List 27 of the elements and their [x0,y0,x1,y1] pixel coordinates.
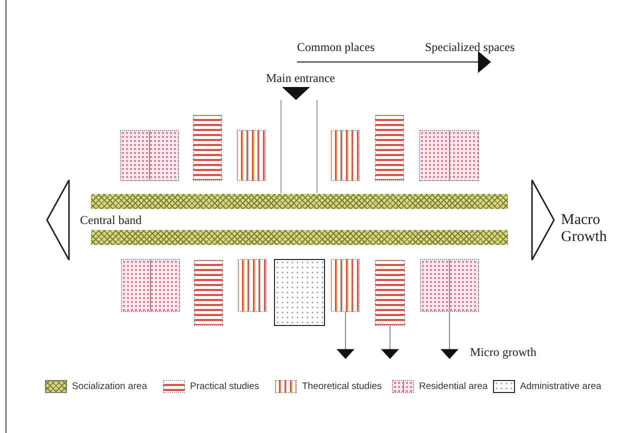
zone-block [375,115,404,181]
legend-text: Residential area [419,381,488,392]
legend-text: Socialization area [72,381,147,392]
legend-text: Practical studies [190,381,260,392]
area-label: Micro growth [470,346,536,360]
zone-block [375,260,405,326]
arrow [381,326,399,359]
legend-text: Theoretical studies [302,381,382,392]
area-label: Central band [80,214,142,228]
area-label: Common places [297,41,375,55]
zone-block [274,259,325,326]
zone-block [194,260,223,326]
arrow [336,312,354,359]
zone-block [331,130,360,181]
zone-block [237,130,266,181]
zone-block [193,115,222,181]
arrow [440,312,458,359]
zone-block [120,130,179,181]
legend-text: Administrative area [520,381,602,392]
zone-block [121,259,180,312]
area-label: Specialized spaces [425,41,515,55]
zone-block [331,259,360,312]
zone-block [238,259,267,312]
zone-block [420,259,479,312]
area-label: Macro Growth [561,212,608,246]
zone-block [419,130,479,181]
area-label: Main entrance [266,72,335,86]
